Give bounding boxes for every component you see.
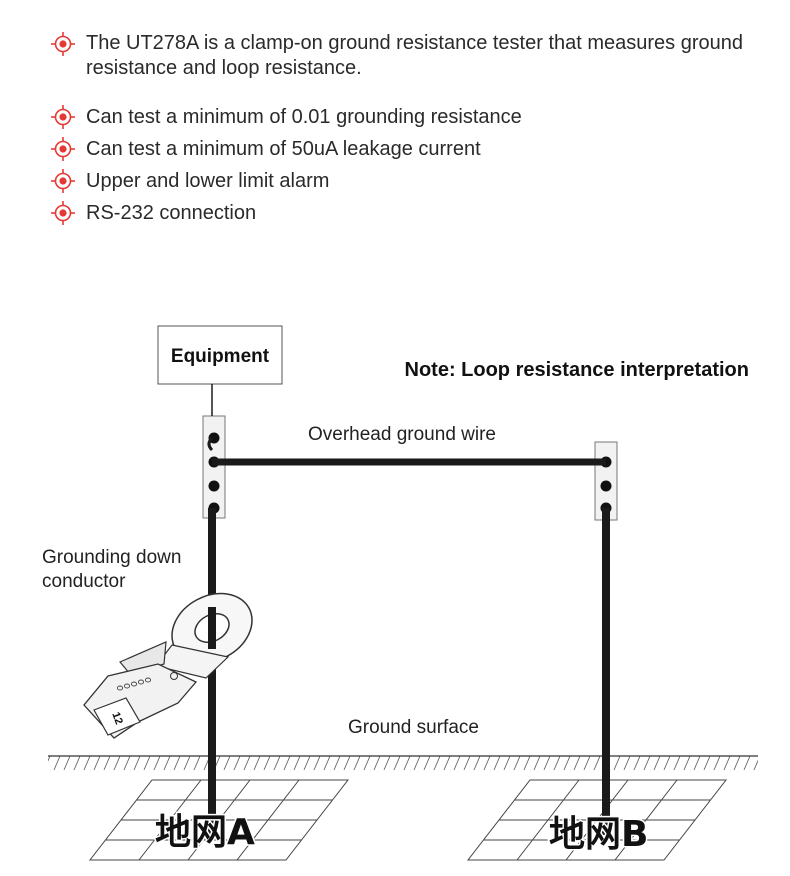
- ground-surface-label: Ground surface: [348, 717, 479, 738]
- clamp-meter: 12: [83, 592, 253, 739]
- diagram-note: Note: Loop resistance interpretation: [405, 359, 750, 381]
- feature-item: Can test a minimum of 0.01 grounding res…: [50, 104, 522, 130]
- feature-item: The UT278A is a clamp-on ground resistan…: [50, 31, 746, 81]
- feature-item: Upper and lower limit alarm: [50, 168, 329, 194]
- feature-item: Can test a minimum of 50uA leakage curre…: [50, 136, 481, 162]
- target-icon: [51, 32, 75, 56]
- feature-item: RS-232 connection: [50, 200, 256, 226]
- meter-display: [93, 697, 141, 736]
- feature-text: Can test a minimum of 50uA leakage curre…: [86, 138, 481, 160]
- feature-text: RS-232 connection: [86, 202, 257, 224]
- target-icon: [51, 137, 75, 161]
- down-conductor-label-line2: conductor: [42, 571, 126, 592]
- target-icon: [51, 201, 75, 225]
- grid-labels: 地网A 地网B: [154, 811, 650, 857]
- equipment-label: Equipment: [171, 346, 270, 367]
- ground-grid-b: [466, 779, 728, 861]
- meter-display-value: 12: [109, 711, 124, 727]
- ground-grid-a: [88, 779, 350, 861]
- feature-text: The UT278A is a clamp-on ground resistan…: [86, 32, 744, 79]
- ground-surface: [48, 755, 758, 770]
- down-conductor-label-line1: Grounding down: [42, 547, 181, 568]
- target-icon: [51, 169, 75, 193]
- grid-a-label: 地网A: [155, 812, 255, 853]
- feature-text: Can test a minimum of 0.01 grounding res…: [86, 106, 522, 128]
- target-icon: [51, 105, 75, 129]
- overhead-wire-label: Overhead ground wire: [308, 424, 496, 445]
- equipment-box: Equipment: [157, 325, 283, 385]
- grid-b-label: 地网B: [549, 814, 648, 855]
- terminal-panel-left: [202, 415, 226, 519]
- feature-text: Upper and lower limit alarm: [86, 170, 330, 192]
